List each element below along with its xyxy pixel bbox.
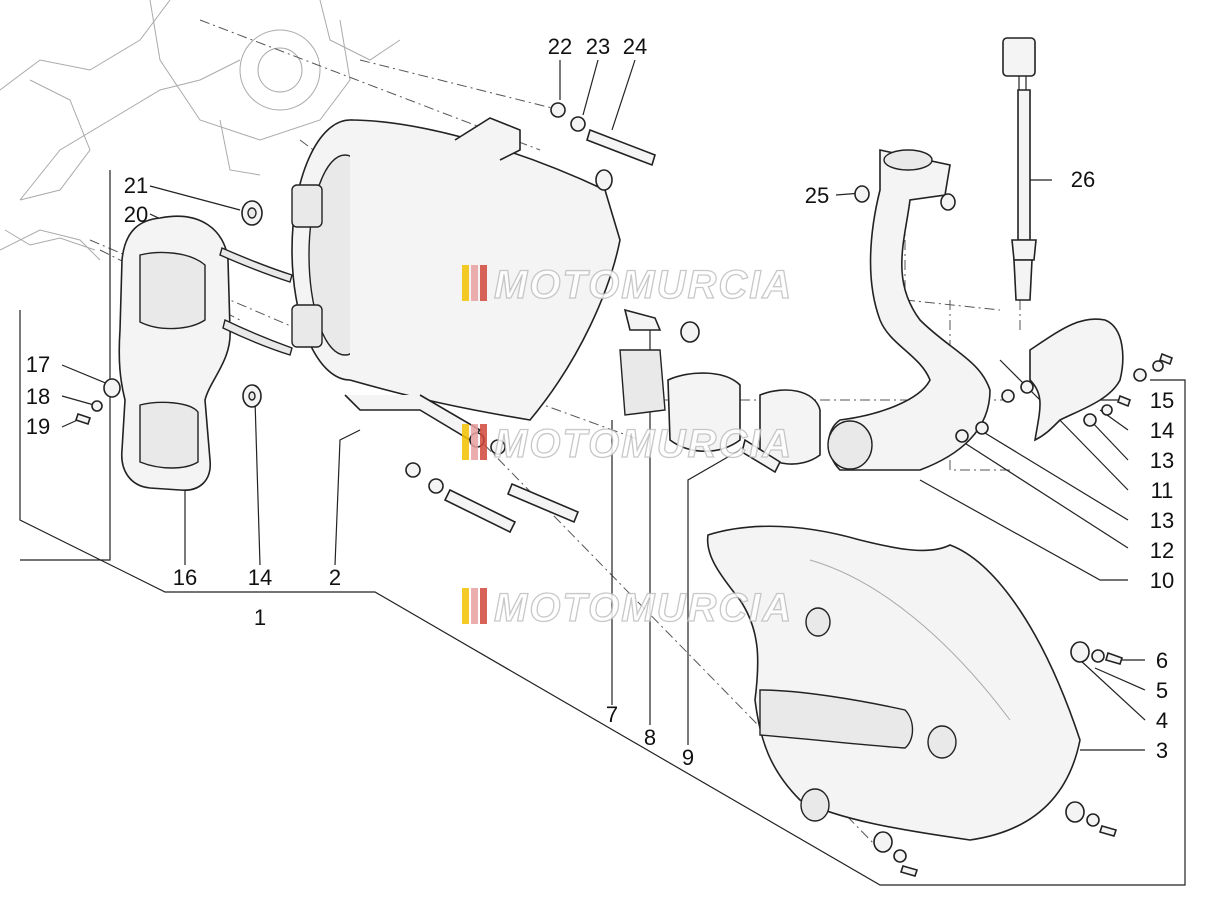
callout-label: 2 [329,565,341,590]
callout-label: 10 [1150,568,1174,593]
lambda-sensor-part-26 [1002,37,1037,301]
callout-label: 26 [1071,167,1095,192]
heat-guard-part-11 [1029,318,1124,442]
end-cap-part-16 [118,215,231,491]
callout-label: 4 [1156,708,1168,733]
watermark-stripe [471,265,478,301]
strips-part-20 [219,247,293,356]
watermark-stripe [480,588,487,624]
callout-label: 23 [586,34,610,59]
watermark-stripe [462,588,469,624]
washer-nut-bolt-parts-22-23-24 [550,102,656,191]
grommet-part-25 [854,185,956,211]
callout-label: 15 [1150,388,1174,413]
callout-label: 7 [606,702,618,727]
callout-label: 3 [1156,738,1168,763]
callout-label: 1 [254,605,266,630]
engine-background-outline [0,0,401,261]
watermark-text: MOTOMURCIA [494,263,793,307]
callout-label: 11 [1151,478,1174,503]
callout-label: 6 [1156,648,1168,673]
grommet-part-8 [680,321,700,343]
watermark-group: MOTOMURCIA MOTOMURCIA MOTOMURCIA [462,262,793,631]
callout-label: 13 [1150,448,1174,473]
washer-screw-parts-17-18-19 [74,378,121,426]
callout-label: 14 [1150,418,1174,443]
callout-label: 18 [26,384,50,409]
exhaust-pipe-part-10 [827,149,991,471]
callout-label: 20 [124,202,148,227]
grommet-part-14 [242,384,262,408]
callout-label: 21 [124,173,148,198]
watermark-stripe [462,424,469,460]
grommet-part-21 [241,200,263,226]
watermark-text: MOTOMURCIA [494,586,793,630]
callout-label: 5 [1156,678,1168,703]
sleeve-part-7 [667,372,741,452]
callout-label: 25 [805,183,829,208]
watermark-logo: MOTOMURCIA [462,585,793,631]
watermark-logo: MOTOMURCIA [462,421,793,467]
watermark-stripe [471,424,478,460]
watermark-stripe [480,424,487,460]
clamp-part-9 [741,389,821,474]
watermark-stripe [471,588,478,624]
washers-parts-12-13-14-15 [955,352,1173,443]
grommet-washer-screw-parts-4-5-6 [873,641,1124,877]
watermark-stripe [462,265,469,301]
callout-label: 12 [1150,538,1174,563]
watermark-logo: MOTOMURCIA [462,262,793,308]
callout-label: 14 [248,565,272,590]
callout-label: 22 [548,34,572,59]
callout-label: 17 [26,352,50,377]
callout-label: 19 [26,414,50,439]
callout-label: 24 [623,34,647,59]
callout-label: 16 [173,565,197,590]
callout-label: 8 [644,725,656,750]
heat-shield-part-3 [706,525,1081,841]
callout-label: 13 [1150,508,1174,533]
leader-lines [19,59,1186,886]
callout-label: 9 [682,745,694,770]
watermark-stripe [480,265,487,301]
watermark-text: MOTOMURCIA [494,422,793,466]
